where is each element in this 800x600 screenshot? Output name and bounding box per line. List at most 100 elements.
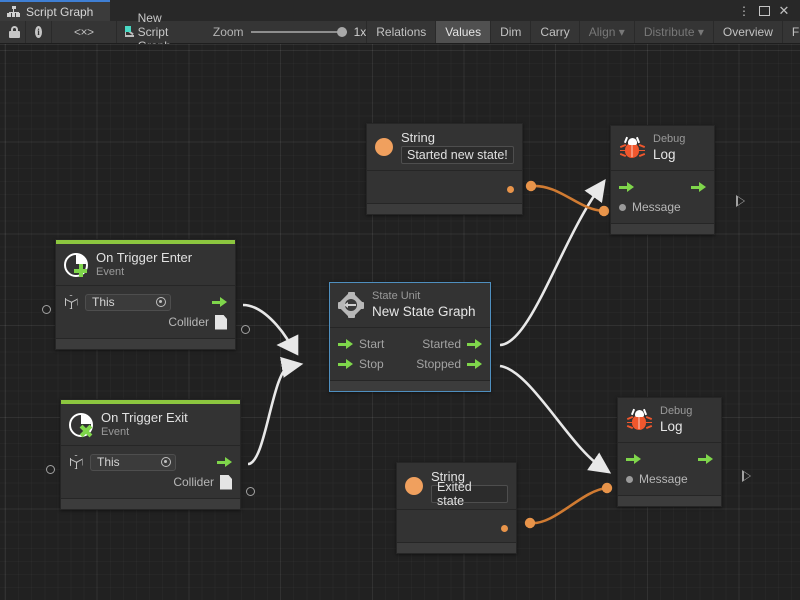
- cube-icon: [64, 294, 79, 310]
- collider-document-icon[interactable]: [215, 315, 227, 330]
- port-label-stopped: Stopped: [416, 357, 461, 371]
- zoom-slider[interactable]: [251, 26, 347, 38]
- target-dropdown[interactable]: This: [90, 454, 176, 471]
- port-triangle-log-bottom-flow-out[interactable]: [742, 470, 751, 482]
- port-row-target: This: [64, 292, 227, 312]
- flow-input-arrow-icon[interactable]: [626, 454, 641, 465]
- port-row-stop-stopped: Stop Stopped: [338, 354, 482, 374]
- string-value-input[interactable]: Exited state: [431, 485, 508, 503]
- state-unit-icon: [338, 292, 364, 318]
- node-title: String: [401, 130, 514, 145]
- node-header: On Trigger Exit Event: [61, 404, 240, 445]
- node-header: Debug Log: [611, 126, 714, 170]
- port-circle-enter-collider-out[interactable]: [241, 325, 250, 334]
- zoom-label: Zoom: [213, 25, 244, 39]
- code-view-button[interactable]: <×>: [52, 21, 117, 43]
- port-triangle-log-top-flow-out[interactable]: [736, 195, 745, 207]
- node-string-bottom[interactable]: String Exited state: [396, 462, 517, 554]
- port-circle-enter-target-in[interactable]: [42, 305, 51, 314]
- toolbar-button-dim[interactable]: Dim: [491, 21, 531, 43]
- node-state-unit[interactable]: State Unit New State Graph Start Started…: [329, 282, 491, 392]
- maximize-icon[interactable]: [754, 0, 774, 21]
- node-subtitle: Event: [101, 426, 188, 439]
- port-string-output[interactable]: [507, 186, 514, 193]
- zoom-control[interactable]: Zoom 1x: [213, 25, 366, 39]
- port-row-flow: [619, 177, 706, 197]
- event-plus-icon: [64, 253, 88, 277]
- wire-trigger-exit-to-state-stop: [248, 366, 290, 464]
- port-label-start: Start: [359, 337, 384, 351]
- cube-icon: [69, 454, 84, 470]
- node-on-trigger-exit[interactable]: On Trigger Exit Event This Collider: [60, 399, 241, 510]
- tab-label: Script Graph: [26, 5, 93, 19]
- toolbar-button-carry[interactable]: Carry: [531, 21, 579, 43]
- node-footer: [56, 338, 235, 349]
- string-value-input[interactable]: Started new state!: [401, 146, 514, 164]
- port-message-input[interactable]: [619, 204, 626, 211]
- wire-endpoint-target-bottom: [602, 483, 612, 493]
- node-debug-log-bottom[interactable]: Debug Log Message: [617, 397, 722, 507]
- port-message-input[interactable]: [626, 476, 633, 483]
- port-label-started: Started: [422, 337, 461, 351]
- window-controls: ⋮ ✕: [734, 0, 800, 21]
- node-subtitle: Event: [96, 266, 192, 279]
- info-icon: [35, 26, 42, 38]
- node-subtitle: Debug: [653, 133, 685, 146]
- graph-canvas[interactable]: String Started new state! Debug Log: [0, 44, 800, 600]
- port-label-message: Message: [639, 472, 688, 486]
- port-circle-exit-collider-out[interactable]: [246, 487, 255, 496]
- wire-endpoint-target-top: [599, 206, 609, 216]
- target-dropdown-value: This: [97, 455, 120, 469]
- flow-output-started-icon[interactable]: [467, 339, 482, 350]
- node-ports: [397, 510, 516, 542]
- flow-output-arrow-icon[interactable]: [698, 454, 713, 465]
- port-string-output[interactable]: [501, 525, 508, 532]
- port-circle-exit-target-in[interactable]: [46, 465, 55, 474]
- lock-button[interactable]: [0, 21, 26, 43]
- lock-icon: [9, 26, 16, 38]
- node-string-top[interactable]: String Started new state!: [366, 123, 523, 215]
- toolbar-button-distribute[interactable]: Distribute ▾: [635, 21, 714, 43]
- node-ports: This Collider: [61, 446, 240, 498]
- flow-output-arrow-icon[interactable]: [212, 297, 227, 308]
- close-icon[interactable]: ✕: [774, 0, 794, 21]
- port-row-start-started: Start Started: [338, 334, 482, 354]
- zoom-value: 1x: [354, 25, 367, 39]
- flow-output-arrow-icon[interactable]: [691, 182, 706, 193]
- port-row-collider: Collider: [69, 472, 232, 492]
- node-subtitle: Debug: [660, 405, 692, 418]
- graph-toolbar: <×> New Script Graph Zoom 1x Relations V…: [0, 21, 800, 44]
- port-row-message: Message: [619, 197, 706, 217]
- node-ports: [367, 171, 522, 203]
- node-title: On Trigger Exit: [101, 410, 188, 425]
- node-title: Log: [653, 147, 685, 163]
- more-options-icon[interactable]: ⋮: [734, 0, 754, 21]
- flow-input-start-icon[interactable]: [338, 339, 353, 350]
- node-on-trigger-enter[interactable]: On Trigger Enter Event This Collider: [55, 239, 236, 350]
- zoom-slider-knob[interactable]: [337, 27, 347, 37]
- toolbar-button-align[interactable]: Align ▾: [580, 21, 635, 43]
- node-ports: Message: [611, 171, 714, 223]
- info-button[interactable]: [26, 21, 52, 43]
- collider-document-icon[interactable]: [220, 475, 232, 490]
- toolbar-button-values[interactable]: Values: [436, 21, 491, 43]
- target-picker-icon[interactable]: [161, 457, 171, 467]
- toolbar-button-relations[interactable]: Relations: [367, 21, 436, 43]
- target-picker-icon[interactable]: [156, 297, 166, 307]
- node-debug-log-top[interactable]: Debug Log Message: [610, 125, 715, 235]
- flow-input-arrow-icon[interactable]: [619, 182, 634, 193]
- zoom-slider-track: [251, 31, 347, 33]
- flow-output-stopped-icon[interactable]: [467, 359, 482, 370]
- toolbar-button-overview[interactable]: Overview: [714, 21, 783, 43]
- toolbar-button-fullscreen[interactable]: Full Scr: [783, 21, 800, 43]
- code-icon: <×>: [74, 25, 94, 39]
- bug-icon: [626, 409, 652, 432]
- window-title-bar: Script Graph ⋮ ✕: [0, 0, 800, 21]
- flow-output-arrow-icon[interactable]: [217, 457, 232, 468]
- flow-input-stop-icon[interactable]: [338, 359, 353, 370]
- port-label-stop: Stop: [359, 357, 384, 371]
- target-dropdown[interactable]: This: [85, 294, 171, 311]
- tab-script-graph[interactable]: Script Graph: [0, 0, 110, 21]
- script-graph-icon: [125, 26, 131, 38]
- port-label-collider: Collider: [173, 475, 214, 489]
